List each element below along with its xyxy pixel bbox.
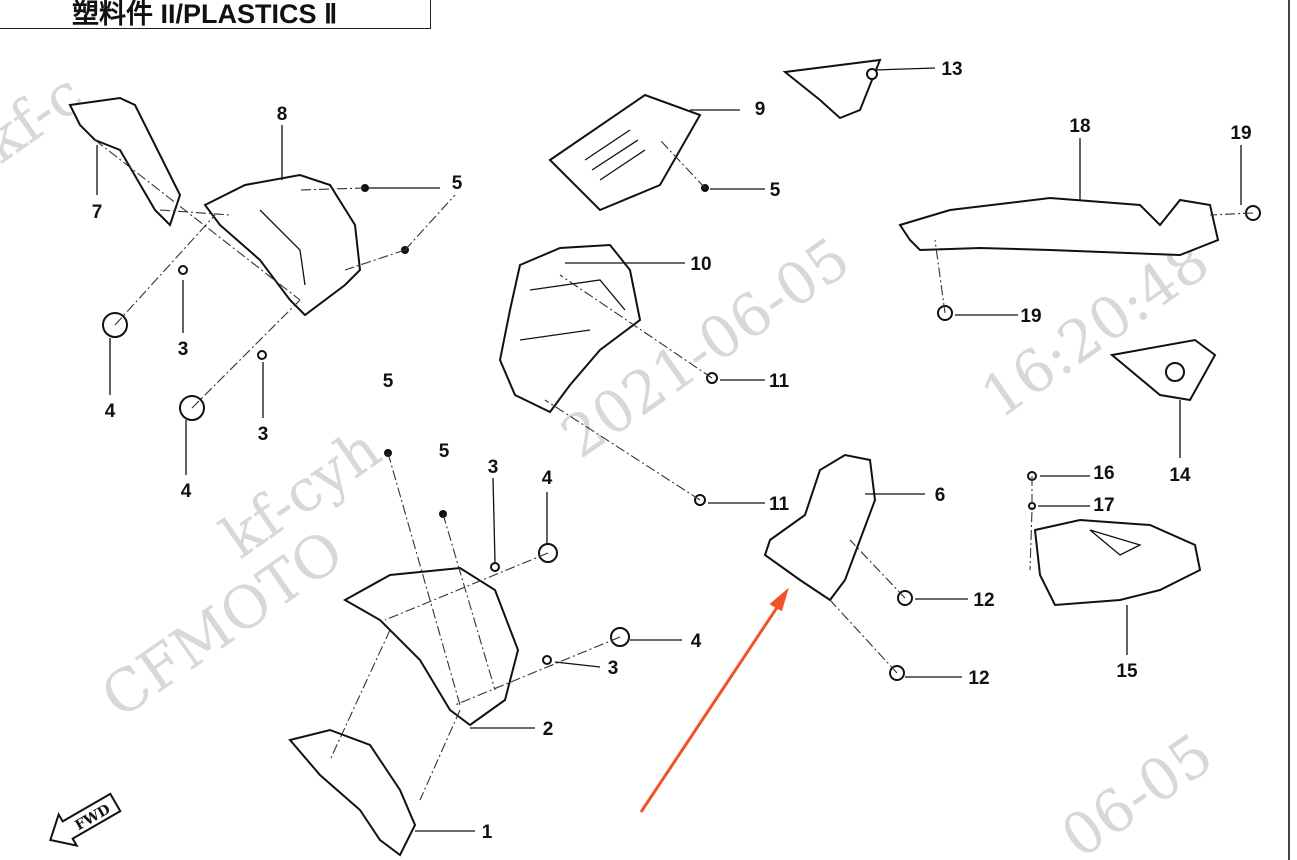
callout-labels: 7 8 5 3 4 3 4 9 13 5 18 19 10 19 11 14 5… <box>92 59 1252 843</box>
title-box <box>0 0 431 29</box>
callout-19: 19 <box>1230 123 1251 144</box>
callout-4: 4 <box>542 468 553 489</box>
callout-13: 13 <box>941 59 962 80</box>
callout-7: 7 <box>92 202 103 223</box>
callout-3: 3 <box>608 658 619 679</box>
part-14-trim[interactable] <box>1109 338 1217 402</box>
callout-2: 2 <box>543 719 554 740</box>
part-15-cover[interactable] <box>1033 518 1202 607</box>
callout-10: 10 <box>690 254 711 275</box>
part-18-rail[interactable] <box>898 196 1220 257</box>
part-7-panel[interactable] <box>68 96 182 227</box>
callout-12: 12 <box>973 590 994 611</box>
page-title: 塑料件 II/PLASTICS Ⅱ <box>72 0 338 29</box>
part-9-plate[interactable] <box>548 93 702 212</box>
callout-4: 4 <box>181 481 192 502</box>
callout-4: 4 <box>105 401 116 422</box>
fwd-arrow-icon: FWD <box>49 792 122 848</box>
callout-17: 17 <box>1093 495 1114 516</box>
callout-11: 11 <box>769 494 790 515</box>
part-1-fender[interactable] <box>288 728 417 857</box>
callout-6: 6 <box>935 485 946 506</box>
callout-5: 5 <box>452 173 463 194</box>
part-8-cover[interactable] <box>203 173 362 317</box>
callout-11: 11 <box>769 371 790 392</box>
annotation-arrow-icon <box>639 587 789 813</box>
callout-5: 5 <box>770 180 781 201</box>
callout-3: 3 <box>488 457 499 478</box>
watermark-brand: CFMOTO <box>89 516 356 731</box>
callout-19: 19 <box>1020 306 1041 327</box>
page-border <box>1288 0 1290 860</box>
callout-12: 12 <box>968 668 989 689</box>
part-6-cover[interactable] <box>763 453 877 602</box>
callout-9: 9 <box>755 99 766 120</box>
callout-15: 15 <box>1116 661 1138 682</box>
callout-4: 4 <box>691 631 702 652</box>
callout-3: 3 <box>178 339 189 360</box>
part-13-trim[interactable] <box>782 58 882 120</box>
callout-3: 3 <box>258 424 269 445</box>
callout-18: 18 <box>1069 116 1090 137</box>
part-2-cover[interactable] <box>342 566 520 727</box>
assembly-lines <box>94 139 1254 801</box>
callout-5: 5 <box>439 441 450 462</box>
callout-16: 16 <box>1093 463 1114 484</box>
leader-lines <box>96 67 1242 832</box>
callout-14: 14 <box>1169 465 1191 486</box>
part-14-hole <box>1165 362 1185 382</box>
callout-1: 1 <box>482 822 493 843</box>
watermark-time: 16:20:48 <box>969 226 1221 431</box>
callout-8: 8 <box>277 104 288 125</box>
callout-5: 5 <box>383 371 394 392</box>
watermark-date-2: 06-05 <box>1049 720 1225 860</box>
